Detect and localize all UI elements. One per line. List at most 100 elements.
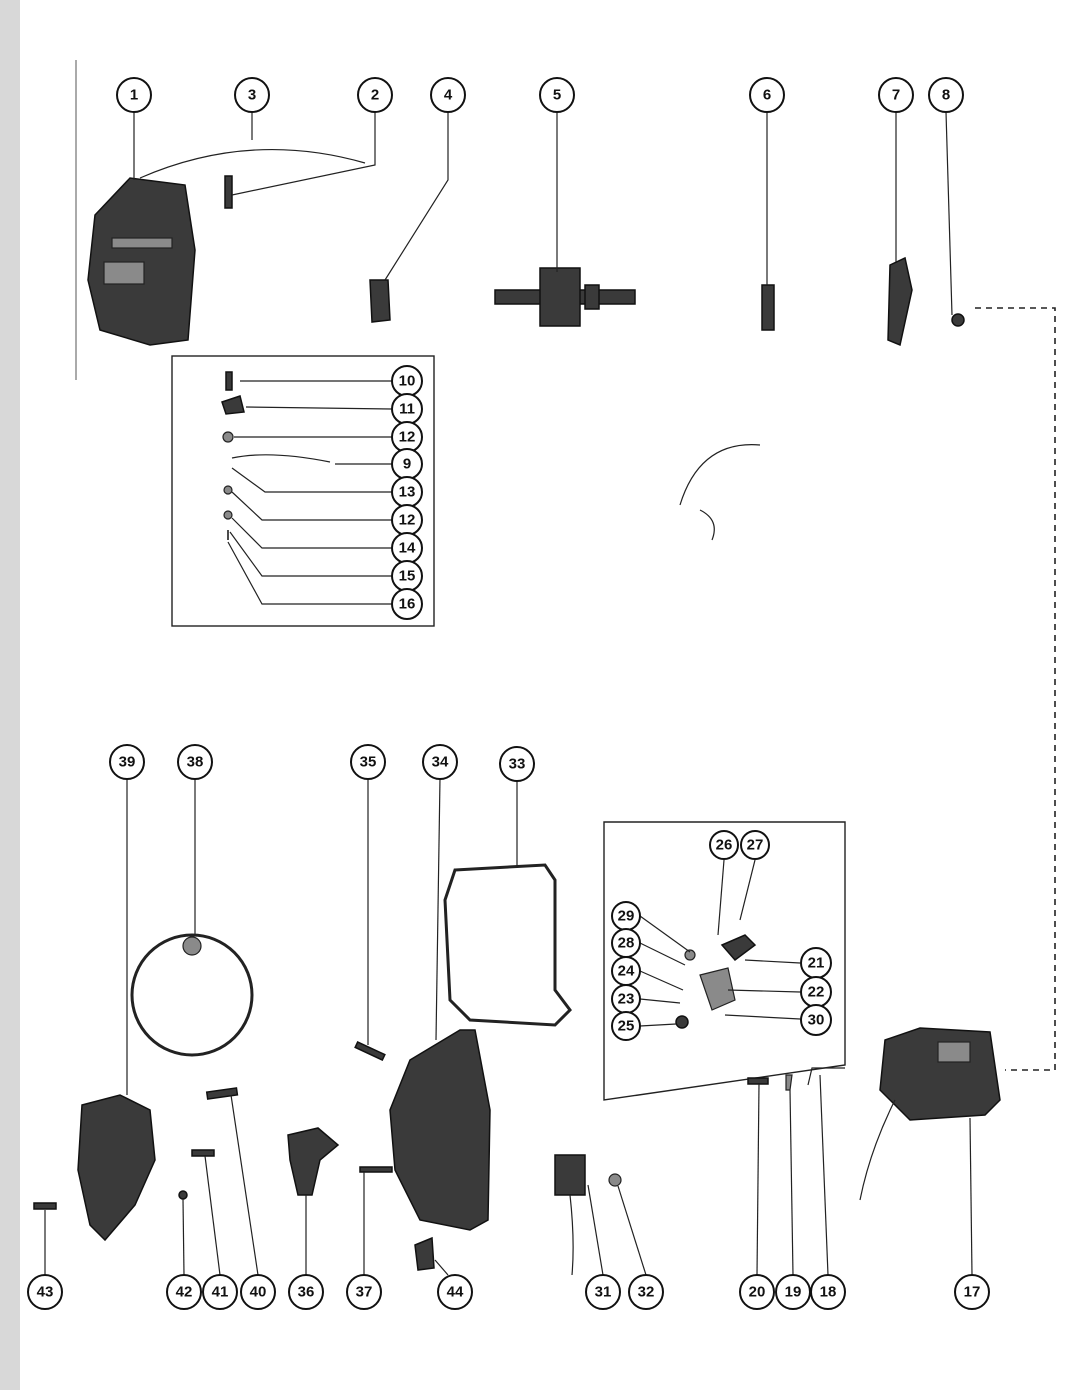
callout-4: 4 xyxy=(430,77,466,113)
part-6-ring xyxy=(761,112,775,331)
parts-40-42-fasteners xyxy=(178,1087,259,1276)
part-44-fitting xyxy=(414,1236,449,1276)
callout-30-label: 30 xyxy=(808,1012,825,1029)
callout-7: 7 xyxy=(878,77,914,113)
callout-30: 30 xyxy=(800,1004,832,1036)
callout-5: 5 xyxy=(539,77,575,113)
callout-25-label: 25 xyxy=(618,1018,635,1035)
scan-edge-shading xyxy=(0,0,20,1390)
callout-19-label: 19 xyxy=(785,1284,802,1301)
callout-24: 24 xyxy=(611,956,641,986)
part-31-32-condenser xyxy=(554,1154,647,1276)
callout-12a: 12 xyxy=(391,421,423,453)
callout-15: 15 xyxy=(391,560,423,592)
callout-2: 2 xyxy=(357,77,393,113)
part-35-bolt xyxy=(354,778,386,1062)
callout-44-label: 44 xyxy=(447,1284,464,1301)
callout-8-label: 8 xyxy=(942,87,950,104)
callout-39-label: 39 xyxy=(119,754,136,771)
callout-31: 31 xyxy=(585,1274,621,1310)
part-5-crankshaft xyxy=(494,112,636,327)
callout-15-label: 15 xyxy=(399,568,416,585)
callout-26-label: 26 xyxy=(716,837,733,854)
callout-10-label: 10 xyxy=(399,373,416,390)
callout-6-label: 6 xyxy=(763,87,771,104)
callout-16-label: 16 xyxy=(399,596,416,613)
part-17-ignition-coil xyxy=(859,1027,1001,1276)
callout-44: 44 xyxy=(437,1274,473,1310)
callout-42: 42 xyxy=(166,1274,202,1310)
callout-3-label: 3 xyxy=(248,87,256,104)
part-43-screw xyxy=(33,1202,57,1275)
callout-43-label: 43 xyxy=(37,1284,54,1301)
callout-27: 27 xyxy=(740,830,770,860)
callout-3: 3 xyxy=(234,77,270,113)
callout-13: 13 xyxy=(391,476,423,508)
callout-31-label: 31 xyxy=(595,1284,612,1301)
callout-20-label: 20 xyxy=(749,1284,766,1301)
callout-22-label: 22 xyxy=(808,984,825,1001)
callout-11: 11 xyxy=(391,393,423,425)
callout-16: 16 xyxy=(391,588,423,620)
callout-11-label: 11 xyxy=(399,401,415,418)
callout-36-label: 36 xyxy=(298,1284,315,1301)
part-1-housing xyxy=(87,112,196,346)
callout-2-label: 2 xyxy=(371,87,379,104)
inset-parts xyxy=(221,371,393,605)
spring-wire xyxy=(679,444,761,506)
callout-12b-label: 12 xyxy=(399,512,416,529)
callout-28-label: 28 xyxy=(618,935,635,952)
inset-box-points-parts xyxy=(603,821,846,1101)
callout-1-label: 1 xyxy=(130,87,138,104)
callout-43: 43 xyxy=(27,1274,63,1310)
callout-18-label: 18 xyxy=(820,1284,837,1301)
callout-23-label: 23 xyxy=(618,991,635,1008)
callout-7-label: 7 xyxy=(892,87,900,104)
part-4-bushing xyxy=(369,112,449,323)
callout-33: 33 xyxy=(499,746,535,782)
callout-21: 21 xyxy=(800,947,832,979)
callout-26: 26 xyxy=(709,830,739,860)
callout-36: 36 xyxy=(288,1274,324,1310)
part-8-screw xyxy=(945,111,965,327)
callout-35: 35 xyxy=(350,744,386,780)
part-3-leader xyxy=(139,149,366,179)
part-36-cam xyxy=(287,1127,340,1275)
callout-42-label: 42 xyxy=(176,1284,193,1301)
callout-32: 32 xyxy=(628,1274,664,1310)
part-39-carburetor xyxy=(77,778,156,1242)
callout-17-label: 17 xyxy=(964,1284,981,1301)
inset-box-small-parts xyxy=(171,355,435,627)
callout-12b: 12 xyxy=(391,504,423,536)
callout-20: 20 xyxy=(739,1274,775,1310)
inset-points-parts xyxy=(639,859,801,1029)
dashed-connector-8-to-17 xyxy=(975,307,1056,1071)
callout-29: 29 xyxy=(611,901,641,931)
callout-21-label: 21 xyxy=(808,955,825,972)
callout-27-label: 27 xyxy=(747,837,764,854)
part-34-crankcase-cover xyxy=(389,777,491,1231)
callout-10: 10 xyxy=(391,365,423,397)
callout-28: 28 xyxy=(611,928,641,958)
callout-37-label: 37 xyxy=(356,1284,373,1301)
part-2-pin xyxy=(224,112,376,209)
callout-24-label: 24 xyxy=(618,963,635,980)
callout-17: 17 xyxy=(954,1274,990,1310)
part-7-point-set xyxy=(887,112,913,347)
callout-6: 6 xyxy=(749,77,785,113)
part-38-gasket xyxy=(130,778,254,1057)
part-37-screw xyxy=(359,1166,393,1275)
callout-13-label: 13 xyxy=(399,484,416,501)
callout-39: 39 xyxy=(109,744,145,780)
callout-1: 1 xyxy=(116,77,152,113)
callout-40-label: 40 xyxy=(250,1284,267,1301)
callout-8: 8 xyxy=(928,77,964,113)
callout-25: 25 xyxy=(611,1011,641,1041)
callout-12a-label: 12 xyxy=(399,429,416,446)
callout-22: 22 xyxy=(800,976,832,1008)
callout-14-label: 14 xyxy=(399,540,416,557)
callout-41: 41 xyxy=(202,1274,238,1310)
callout-18: 18 xyxy=(810,1274,846,1310)
part-33-gasket xyxy=(443,780,572,1027)
